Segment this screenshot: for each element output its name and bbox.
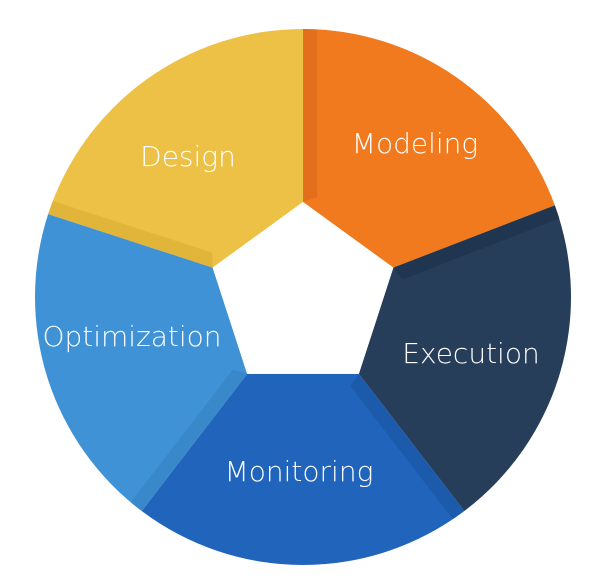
segment-modeling (303, 29, 555, 268)
segment-monitoring-shade (350, 373, 465, 520)
label-optimization: Optimization (42, 320, 221, 353)
center-pentagon (212, 202, 394, 374)
label-monitoring: Monitoring (225, 455, 374, 488)
label-design: Design (140, 140, 236, 173)
segment-modeling-shade (303, 29, 318, 202)
label-execution: Execution (402, 337, 539, 370)
segment-execution (358, 205, 571, 512)
segment-execution-shade (393, 205, 560, 280)
label-modeling: Modeling (352, 127, 478, 160)
segment-design (48, 29, 303, 268)
segment-design-shade (48, 200, 213, 268)
segment-optimization-shade (130, 369, 248, 512)
